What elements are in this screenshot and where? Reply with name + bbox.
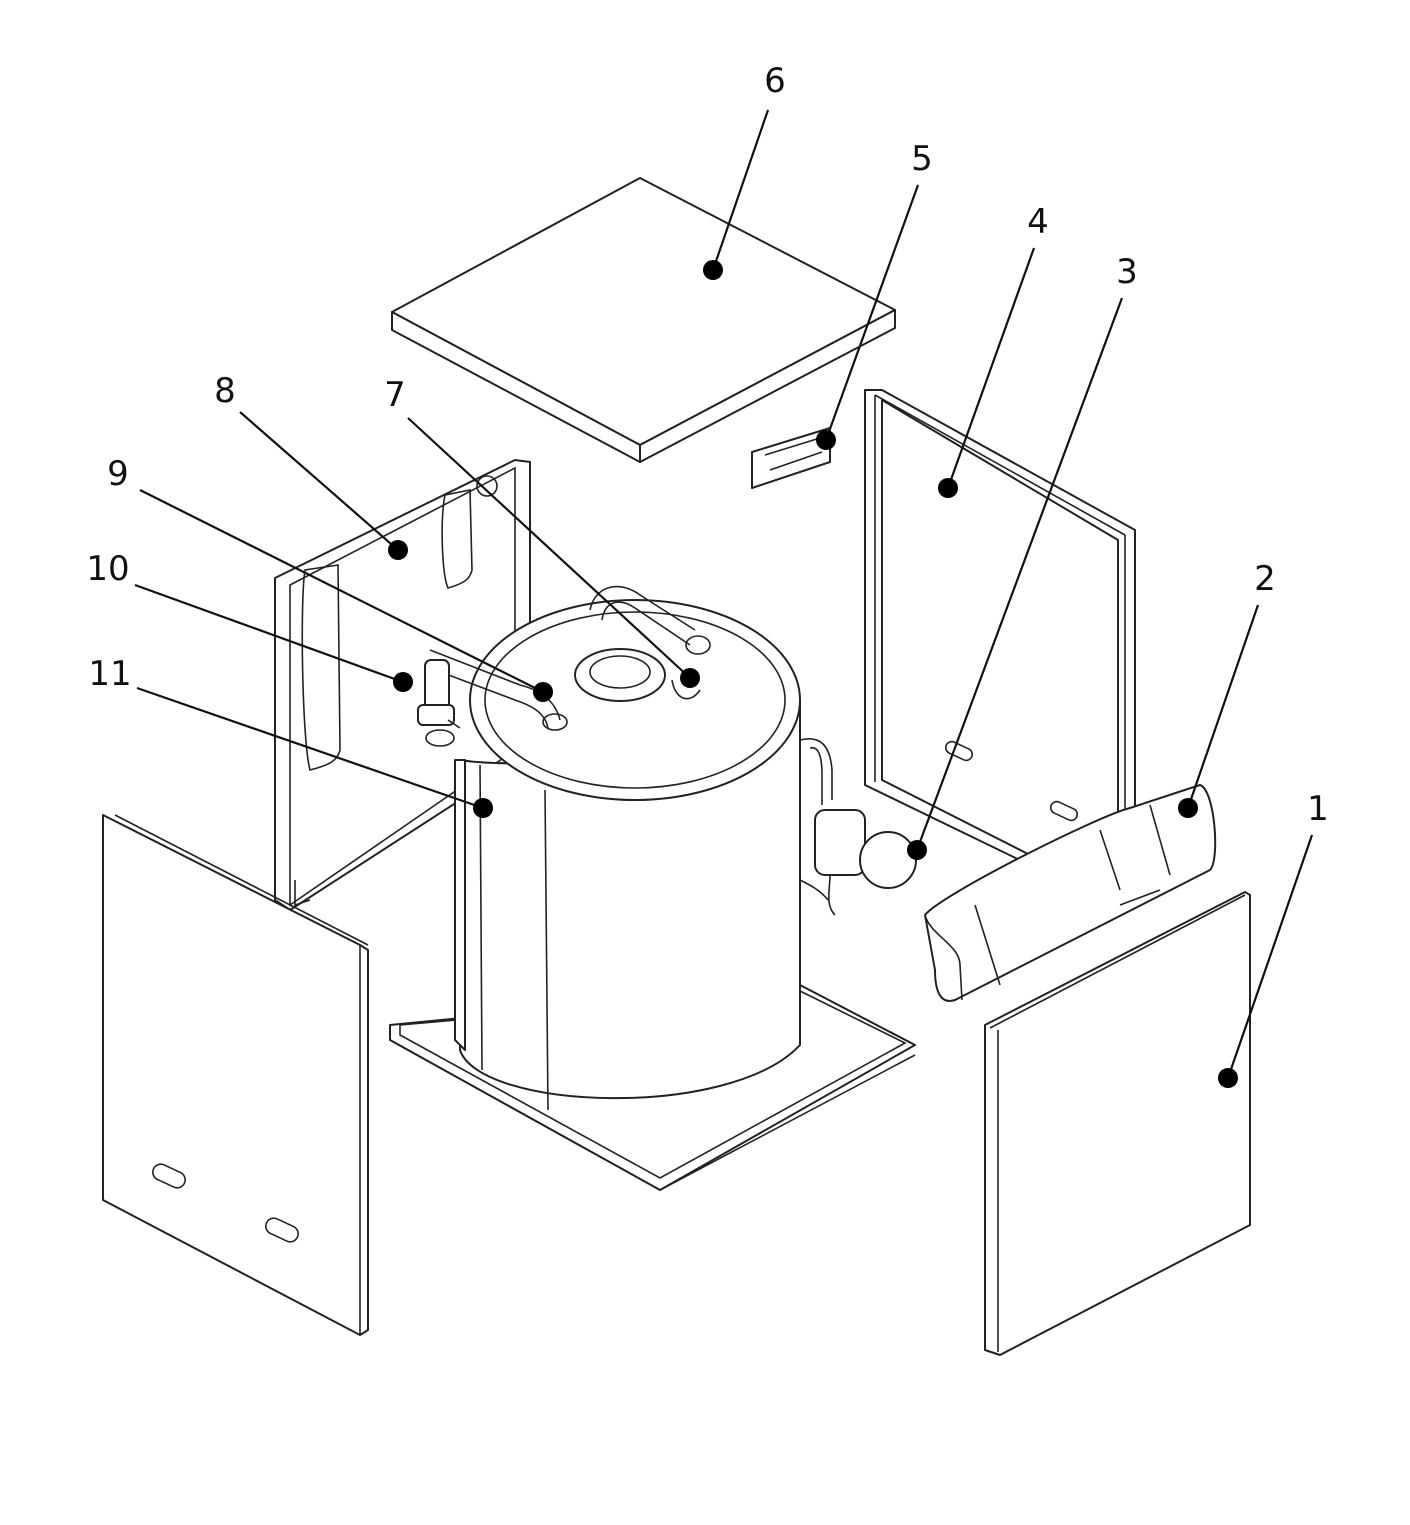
- control-box: [924, 784, 1217, 1002]
- callout-number: 10: [86, 549, 129, 589]
- callout-leader-line: [407, 417, 691, 679]
- callout-number: 2: [1254, 559, 1276, 599]
- callout-5: 5: [816, 139, 933, 450]
- circulation-pump: [799, 738, 917, 916]
- callout-leader-line: [1226, 834, 1314, 1079]
- callout-number: 4: [1027, 202, 1049, 242]
- callout-9: 9: [107, 454, 553, 702]
- callout-dot: [533, 682, 553, 702]
- callout-8: 8: [214, 371, 408, 560]
- callout-6: 6: [703, 61, 786, 280]
- callout-number: 6: [764, 61, 786, 101]
- callout-number: 8: [214, 371, 236, 411]
- callout-leader-line: [134, 583, 404, 684]
- callout-7: 7: [384, 375, 700, 688]
- front-left-panel: [102, 814, 369, 1336]
- front-right-panel: [984, 891, 1251, 1356]
- callout-3: 3: [907, 252, 1138, 860]
- terminal-strip: [751, 427, 831, 489]
- callout-leader-line: [239, 411, 399, 551]
- callout-leader-line: [824, 184, 920, 441]
- callout-number: 5: [911, 139, 933, 179]
- callout-dot: [393, 672, 413, 692]
- callout-leader-line: [136, 686, 484, 810]
- callout-dot: [388, 540, 408, 560]
- callout-dot: [703, 260, 723, 280]
- callout-leader-line: [915, 297, 1124, 851]
- callout-leader-line: [711, 109, 770, 271]
- callout-dot: [1218, 1068, 1238, 1088]
- callout-4: 4: [938, 202, 1049, 498]
- callout-leader-line: [946, 247, 1036, 489]
- callout-number: 1: [1307, 789, 1329, 829]
- callout-dot: [473, 798, 493, 818]
- callout-leader-line: [1186, 604, 1260, 809]
- callout-11: 11: [88, 654, 493, 818]
- callout-number: 11: [88, 654, 131, 694]
- callout-dot: [1178, 798, 1198, 818]
- cylinder-tank: [454, 599, 801, 1111]
- top-cover: [391, 177, 896, 463]
- callout-layer: 1 2 3 4 5 6 7 8 9 10 11: [86, 61, 1329, 1088]
- callout-dot: [816, 430, 836, 450]
- callout-2: 2: [1178, 559, 1276, 818]
- outlet-pipe: [589, 585, 711, 700]
- valve-assembly: [417, 659, 461, 747]
- callout-10: 10: [86, 549, 413, 692]
- callout-number: 7: [384, 375, 406, 415]
- callout-number: 3: [1116, 252, 1138, 292]
- callout-leader-line: [139, 489, 544, 693]
- callout-1: 1: [1218, 789, 1329, 1088]
- callout-number: 9: [107, 454, 129, 494]
- right-side-panel: [864, 389, 1136, 866]
- callout-dot: [680, 668, 700, 688]
- callout-dot: [907, 840, 927, 860]
- callout-dot: [938, 478, 958, 498]
